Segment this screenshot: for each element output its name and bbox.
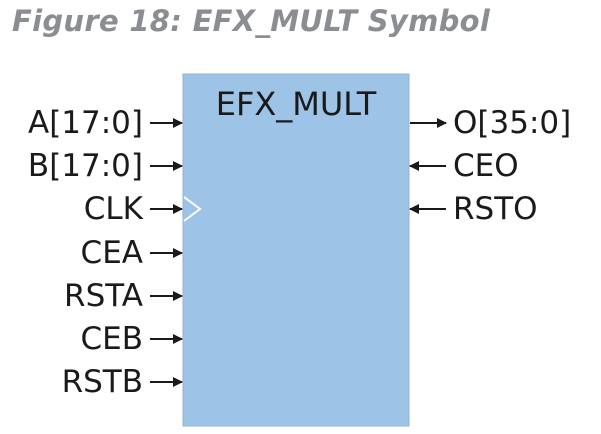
pin-label-rstb: RSTB [61, 364, 143, 400]
pin-label-rsto: RSTO [453, 191, 538, 227]
pin-label-clk: CLK [83, 191, 143, 227]
pin-label-cea: CEA [80, 235, 143, 271]
pin-label-a-17-0: A[17:0] [27, 105, 143, 141]
pin-label-rsta: RSTA [64, 278, 143, 314]
pin-label-ceo: CEO [453, 148, 519, 184]
clock-edge-marker [183, 196, 202, 222]
pin-label-ceb: CEB [80, 321, 144, 357]
pin-label-o-35-0: O[35:0] [453, 105, 572, 141]
block-name-label: EFX_MULT [215, 85, 377, 123]
figure-title: Figure 18: EFX_MULT Symbol [12, 4, 491, 38]
pin-label-b-17-0: B[17:0] [27, 148, 143, 184]
pin-arrows [150, 118, 447, 387]
efx-mult-block [182, 73, 410, 427]
